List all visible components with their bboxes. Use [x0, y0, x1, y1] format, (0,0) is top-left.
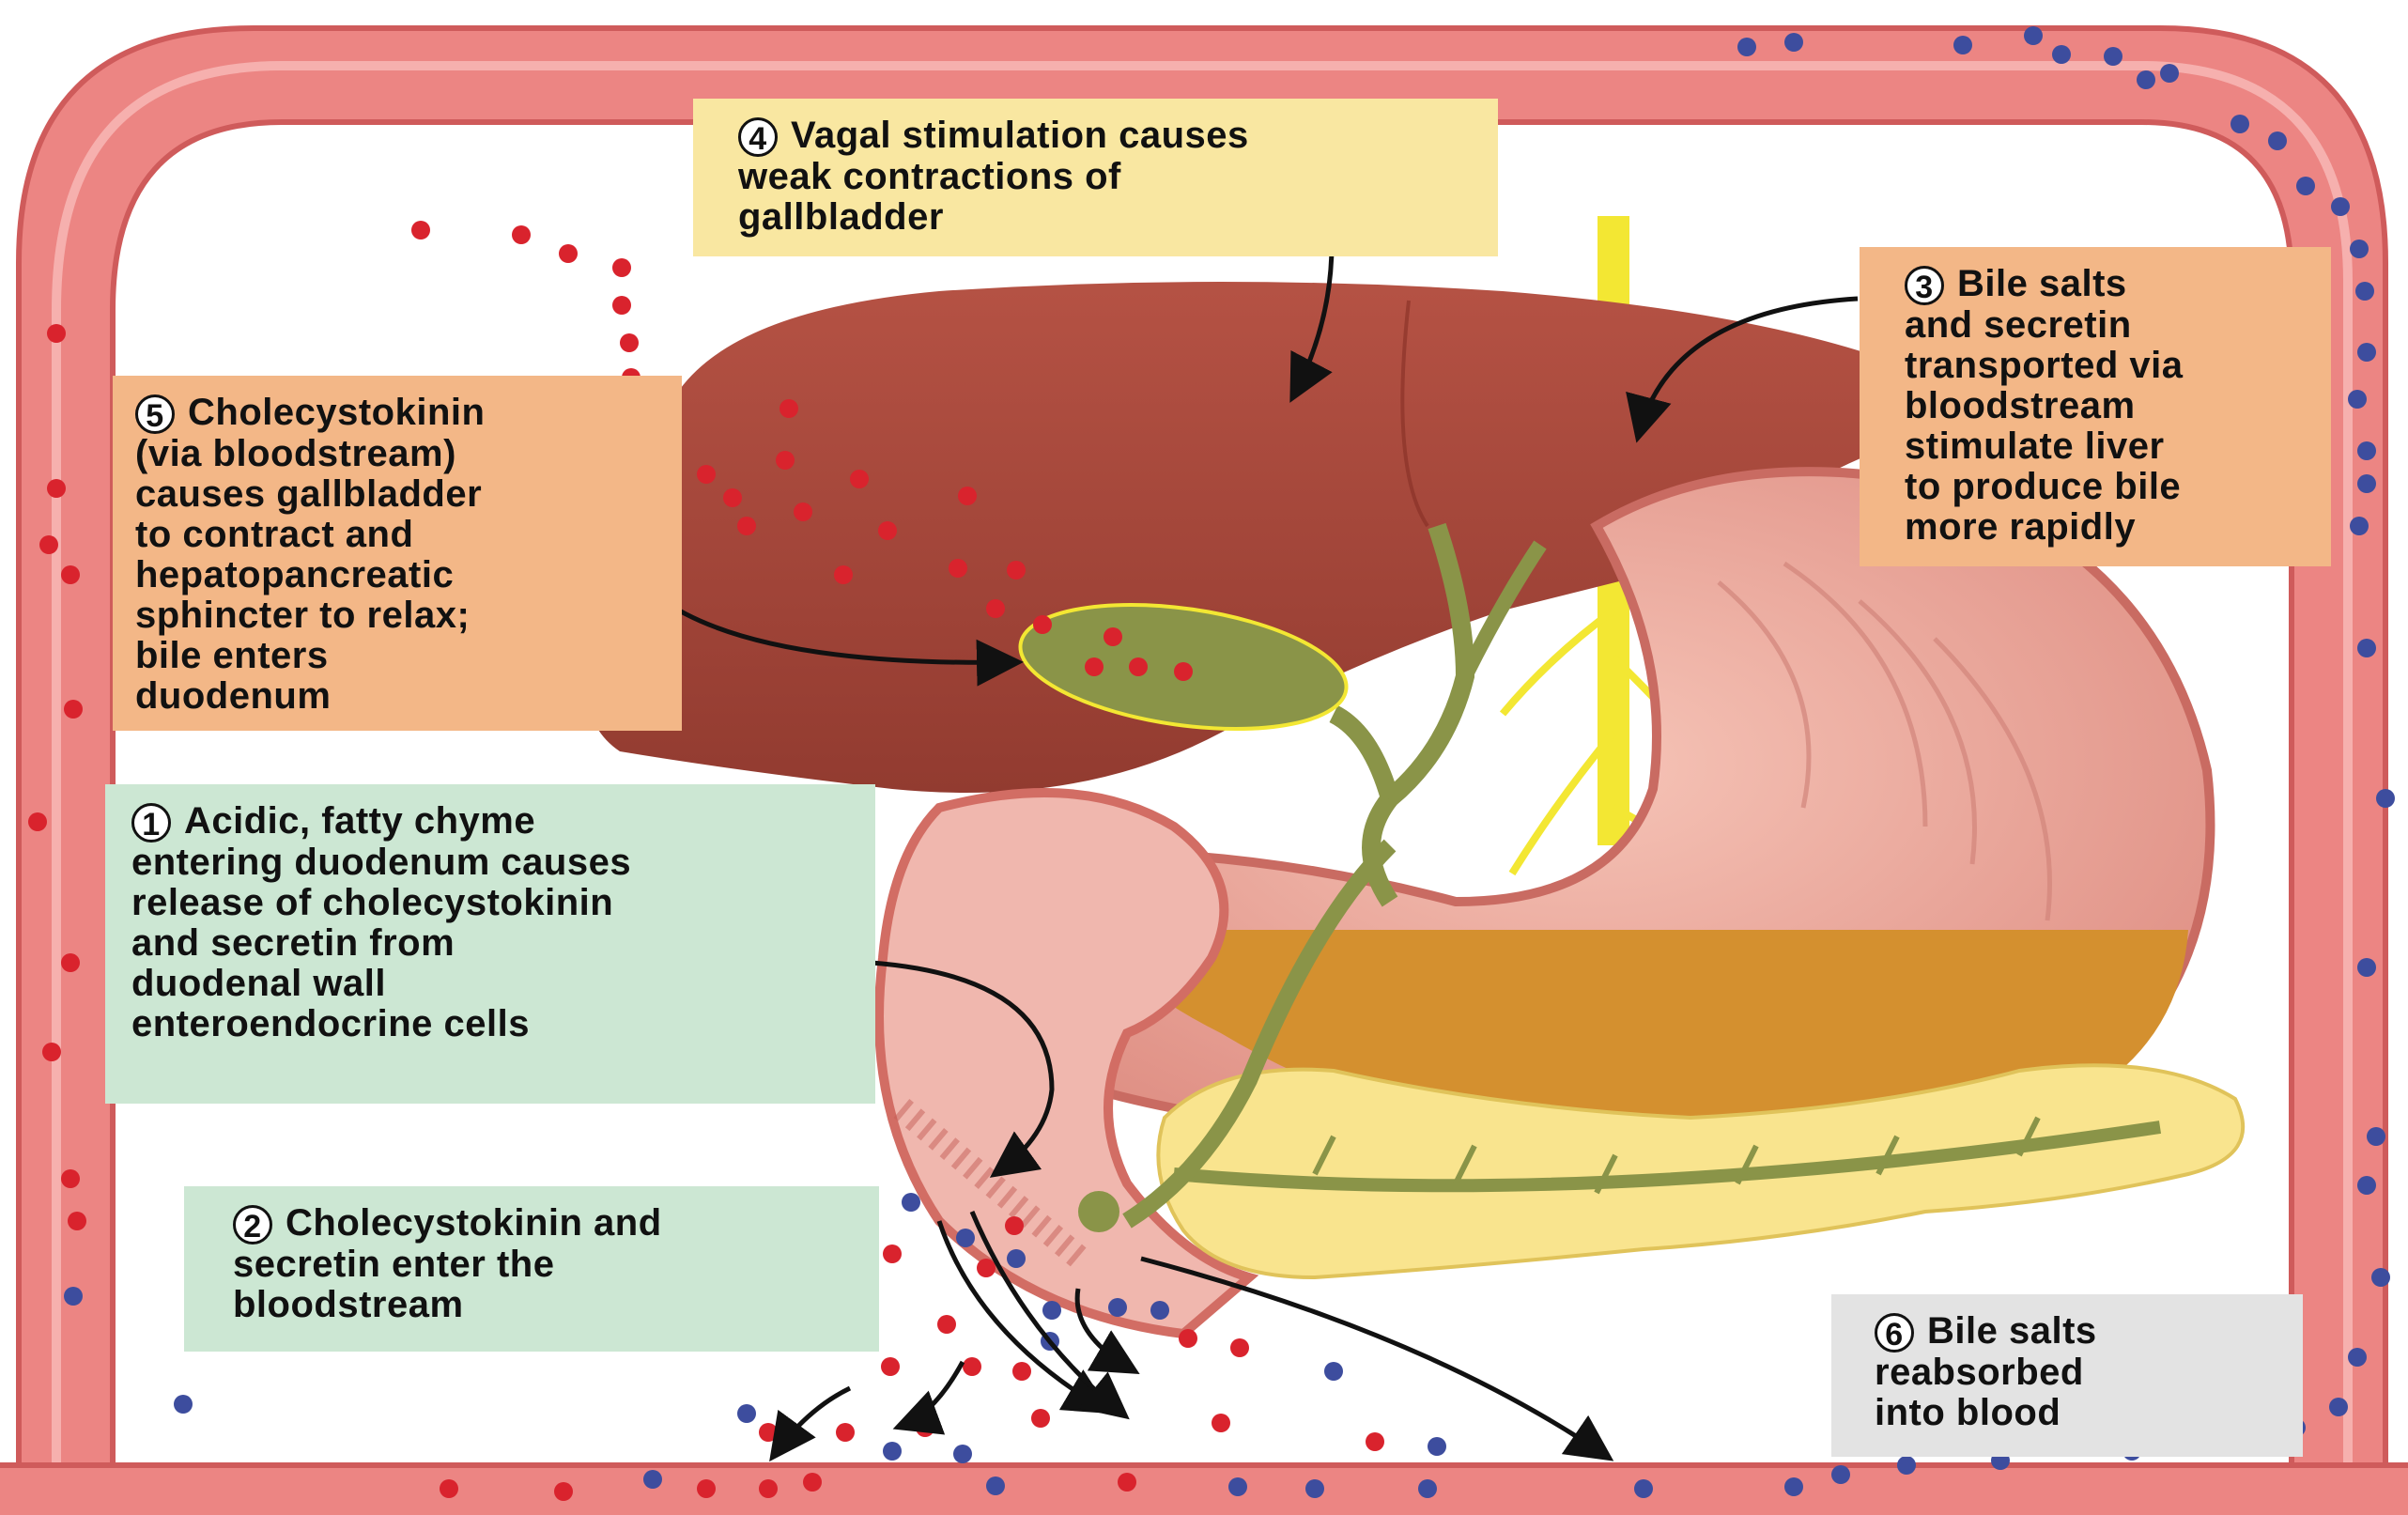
step-3-line-2: and secretin [1905, 305, 2308, 346]
arrow-icon [775, 1388, 850, 1454]
step-5-line-8: duodenum [135, 676, 659, 717]
arrow-icon [902, 1362, 963, 1426]
step-3-line-4: bloodstream [1905, 386, 2308, 426]
step-4-line-2: weak contractions of [738, 157, 1475, 197]
step-6-line-2: reabsorbed [1875, 1353, 2280, 1393]
step-2-line-2: secretin enter the [233, 1244, 857, 1285]
step-6-line-3: into blood [1875, 1393, 2280, 1433]
step-1-line-4: and secretin from [131, 923, 853, 964]
circled-number-icon: 3 [1905, 266, 1944, 305]
circled-number-icon: 6 [1875, 1313, 1914, 1353]
step-3-line-7: more rapidly [1905, 507, 2308, 548]
step-1-line-6: enteroendocrine cells [131, 1004, 853, 1044]
step-5-line-4: to contract and [135, 515, 659, 555]
step-5-line-5: hepatopancreatic [135, 555, 659, 595]
step-1-line-2: entering duodenum causes [131, 843, 853, 883]
step-5-line-6: sphincter to relax; [135, 595, 659, 636]
step-5-line-7: bile enters [135, 636, 659, 676]
circled-number-icon: 1 [131, 803, 171, 843]
step-3-line-5: stimulate liver [1905, 426, 2308, 467]
circled-number-icon: 4 [738, 117, 778, 157]
step-3-line-6: to produce bile [1905, 467, 2308, 507]
step-1-line-5: duodenal wall [131, 964, 853, 1004]
step-5-line-2: (via bloodstream) [135, 434, 659, 474]
circled-number-icon: 2 [233, 1205, 272, 1244]
step-1-line-3: release of cholecystokinin [131, 883, 853, 923]
step-4-line-3: gallbladder [738, 197, 1475, 238]
step-5-line-3: causes gallbladder [135, 474, 659, 515]
step-3-line-3: transported via [1905, 346, 2308, 386]
step-2-line-3: bloodstream [233, 1285, 857, 1325]
circled-number-icon: 5 [135, 394, 175, 434]
